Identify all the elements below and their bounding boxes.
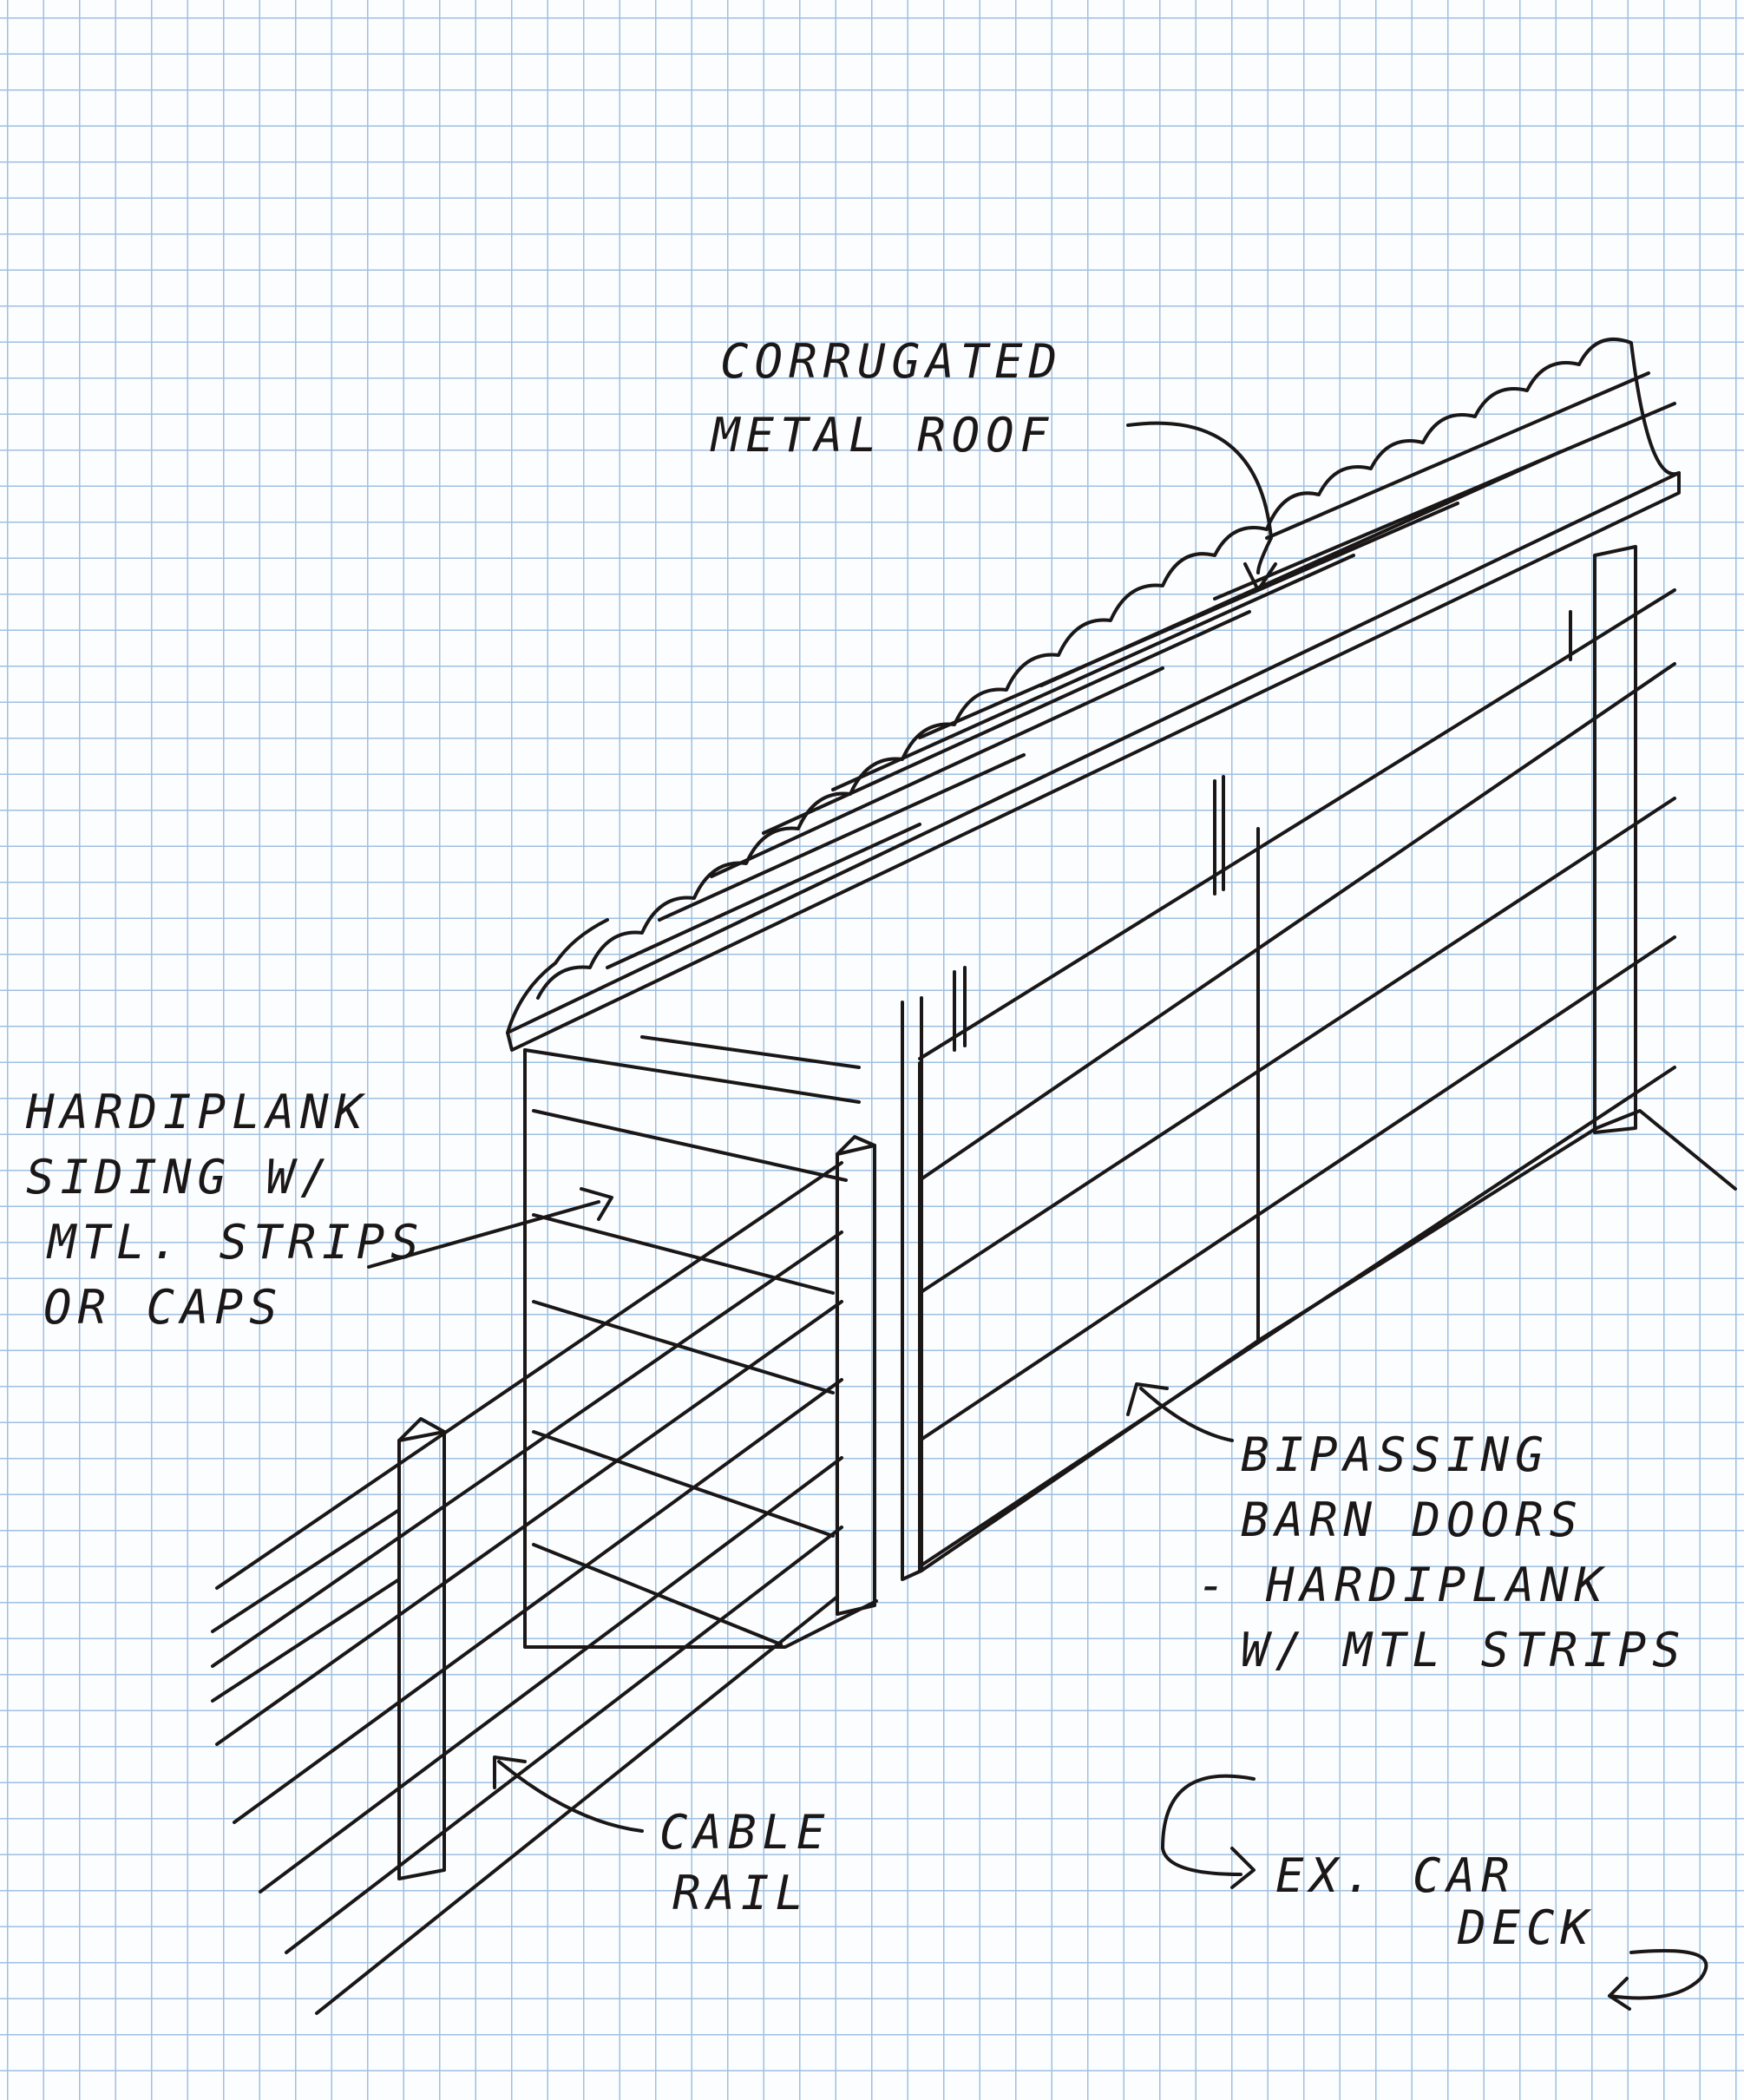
cable-rail	[211, 1161, 843, 2015]
rail-leader	[497, 1760, 644, 1833]
siding-label-line3: MTL. STRIPS	[46, 1215, 425, 1270]
rail-label-line1: CABLE	[659, 1805, 831, 1860]
annotation-rail: CABLE RAIL	[659, 1805, 831, 1920]
doors-label-line4: W/ MTL STRIPS	[1241, 1623, 1687, 1677]
siding-label-line4: OR CAPS	[43, 1280, 284, 1335]
deck-label-line2: DECK	[1457, 1900, 1595, 1955]
deck-leader-right	[1608, 1949, 1708, 2000]
annotation-doors: BIPASSING BARN DOORS - HARDIPLANK W/ MTL…	[1197, 1427, 1687, 1677]
rail-post	[397, 1430, 446, 1880]
annotation-deck: EX. CAR DECK	[1275, 1848, 1595, 1955]
deck-leader-left	[1161, 1774, 1256, 1876]
siding-label-line2: SIDING W/	[26, 1150, 335, 1204]
doors-label-line2: BARN DOORS	[1241, 1493, 1583, 1547]
roof-corrugated-ridge	[536, 338, 1681, 1000]
deck-label-line1: EX. CAR	[1275, 1848, 1516, 1903]
end-wall-siding	[523, 1035, 878, 1649]
roof-label-line1: CORRUGATED	[720, 334, 1063, 389]
siding-label-line1: HARDIPLANK	[25, 1085, 369, 1139]
doors-label-line3: - HARDIPLANK	[1197, 1558, 1609, 1612]
annotation-siding: HARDIPLANK SIDING W/ MTL. STRIPS OR CAPS	[25, 1085, 425, 1335]
siding-leader	[367, 1200, 600, 1269]
annotation-roof: CORRUGATED METAL ROOF	[710, 334, 1063, 463]
corrugated-roof	[506, 338, 1681, 1052]
barn-doors	[918, 588, 1737, 1572]
roof-left-edge	[506, 918, 609, 1034]
leader-lines	[367, 421, 1708, 2011]
roof-leader	[1126, 421, 1273, 574]
doors-leader	[1139, 1387, 1234, 1442]
roof-label-line2: METAL ROOF	[710, 408, 1054, 463]
rail-label-line2: RAIL	[672, 1866, 810, 1920]
roof-front-edge	[506, 471, 1681, 1052]
doors-label-line1: BIPASSING	[1241, 1427, 1550, 1482]
